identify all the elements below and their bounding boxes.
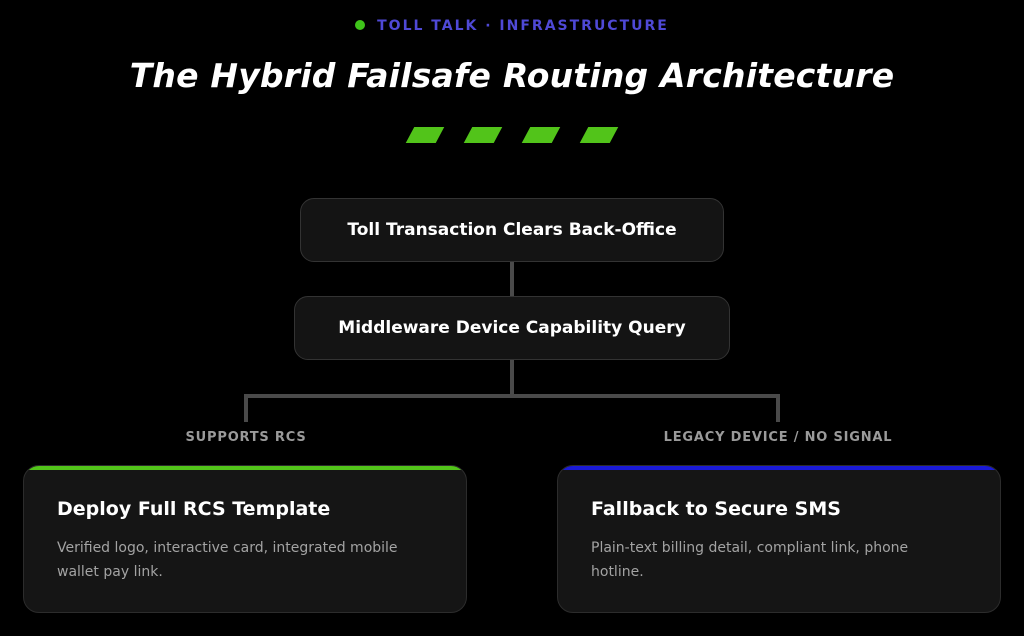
branch-label-right: LEGACY DEVICE / NO SIGNAL [663, 430, 893, 445]
card-accent-bar [558, 466, 1000, 470]
eyebrow-text: TOLL TALK · INFRASTRUCTURE [377, 18, 669, 34]
card-title: Fallback to Secure SMS [591, 498, 841, 520]
card-rcs-template: Deploy Full RCS Template Verified logo, … [23, 465, 467, 613]
status-dot-icon [355, 20, 366, 30]
section-eyebrow: TOLL TALK · INFRASTRUCTURE [0, 18, 1024, 34]
node-transaction-clears: Toll Transaction Clears Back-Office [300, 198, 724, 262]
dash-icon [463, 127, 503, 143]
card-description: Verified logo, interactive card, integra… [57, 540, 398, 580]
card-accent-bar [24, 466, 466, 470]
dash-icon [405, 127, 445, 143]
page-title: The Hybrid Failsafe Routing Architecture [129, 56, 895, 95]
card-description: Plain-text billing detail, compliant lin… [591, 540, 909, 580]
decorative-dashes [404, 127, 620, 145]
connector-line [510, 360, 514, 396]
node-label: Toll Transaction Clears Back-Office [347, 220, 677, 240]
card-secure-sms: Fallback to Secure SMS Plain-text billin… [557, 465, 1001, 613]
dash-icon [521, 127, 561, 143]
node-label: Middleware Device Capability Query [338, 318, 686, 338]
dash-icon [579, 127, 619, 143]
node-capability-query: Middleware Device Capability Query [294, 296, 730, 360]
branch-line [244, 394, 780, 398]
card-title: Deploy Full RCS Template [57, 498, 331, 520]
branch-line-right [776, 394, 780, 422]
branch-line-left [244, 394, 248, 422]
branch-label-left: SUPPORTS RCS [185, 430, 307, 445]
connector-line [510, 262, 514, 296]
